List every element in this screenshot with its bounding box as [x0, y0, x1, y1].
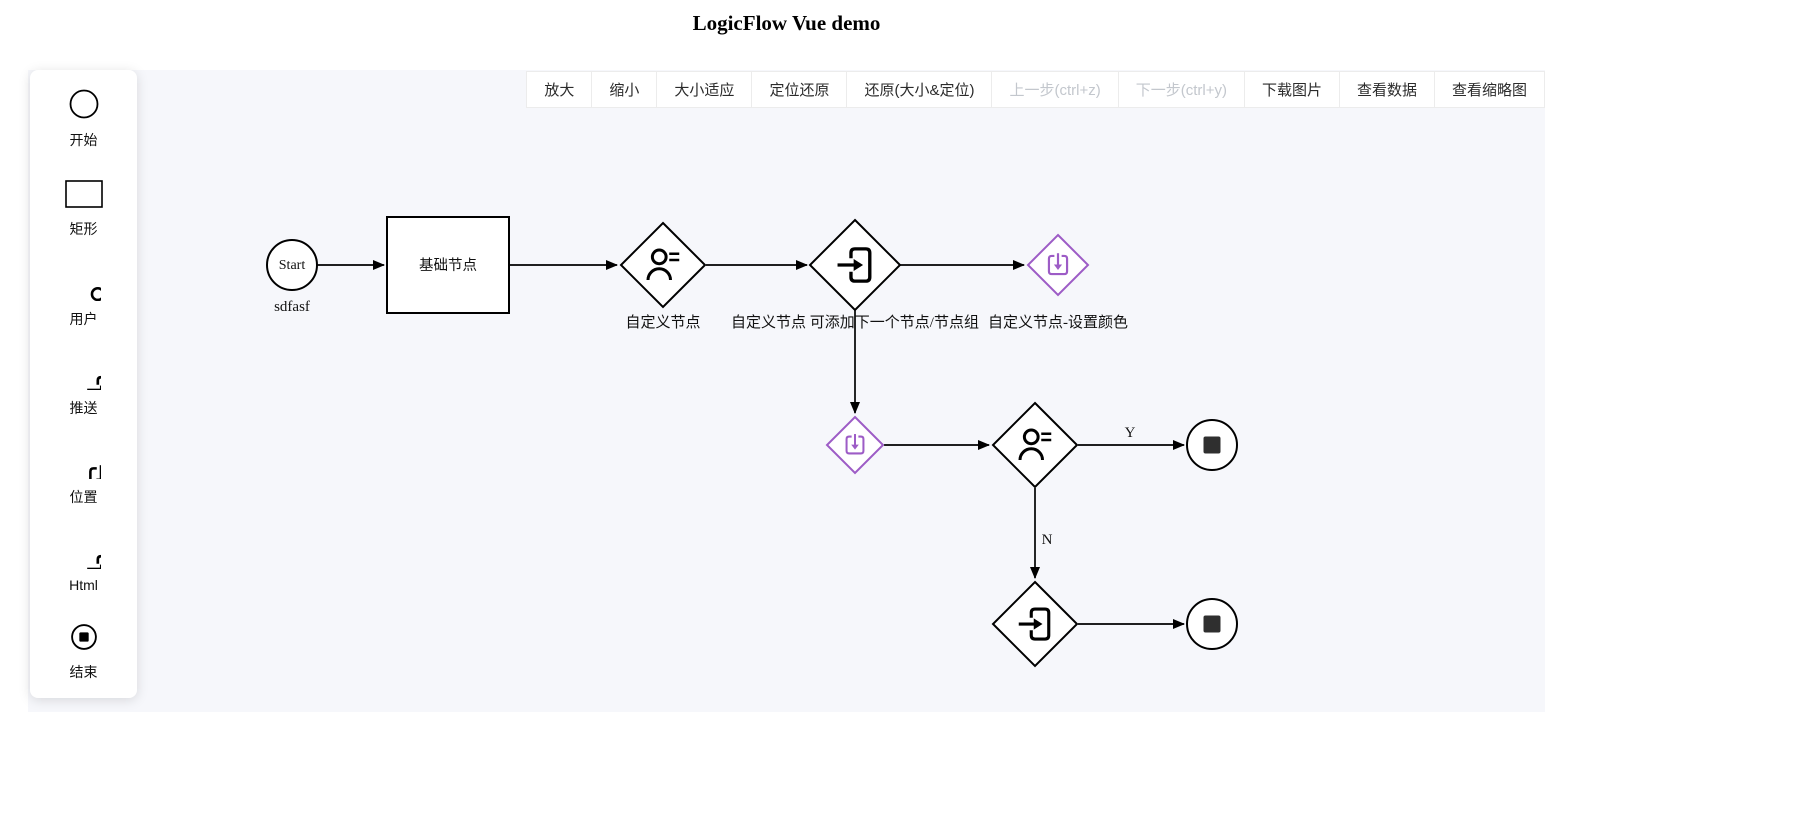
node-text: 基础节点 — [419, 257, 477, 274]
flow-node-base-node[interactable]: 基础节点 — [386, 216, 510, 314]
toolbar-button-zoom-out[interactable]: 缩小 — [591, 71, 658, 108]
node-text: Start — [279, 258, 306, 273]
edge-label: N — [1042, 532, 1053, 548]
end-icon — [67, 620, 101, 659]
end-square-icon — [1203, 436, 1221, 454]
toolbar-button-zoom-in[interactable]: 放大 — [526, 71, 593, 108]
toolbar-button-fit-view[interactable]: 大小适应 — [656, 71, 753, 108]
flow-node-download-2[interactable] — [825, 415, 885, 475]
toolbar-button-reset-position[interactable]: 定位还原 — [751, 71, 848, 108]
flow-edge[interactable]: Y — [1078, 425, 1185, 450]
flow-node-start[interactable]: Start sdfasf — [266, 239, 318, 315]
edge-label: Y — [1125, 425, 1136, 441]
toolbar-button-download-image[interactable]: 下载图片 — [1243, 71, 1340, 108]
flow-canvas[interactable] — [28, 70, 1545, 712]
palette-item-user[interactable]: 用户 — [67, 267, 101, 329]
toolbar: 放大缩小大小适应定位还原还原(大小&定位)上一步(ctrl+z)下一步(ctrl… — [28, 71, 1545, 108]
palette-item-label: 位置 — [69, 489, 98, 506]
palette-item-rect[interactable]: 矩形 — [63, 177, 105, 239]
toolbar-button-view-minimap[interactable]: 查看缩略图 — [1433, 71, 1545, 108]
flow-node-user-2[interactable] — [991, 401, 1079, 489]
push-icon — [67, 356, 101, 395]
toolbar-button-view-data[interactable]: 查看数据 — [1338, 71, 1435, 108]
toolbar-button-redo: 下一步(ctrl+y) — [1117, 71, 1245, 108]
flow-edge[interactable]: N — [1030, 488, 1053, 579]
end-square-icon — [1203, 615, 1221, 633]
node-label: 自定义节点 — [625, 314, 700, 331]
palette-item-push[interactable]: 推送 — [67, 356, 101, 418]
flow-node-push-1[interactable]: 自定义节点 可添加下一个节点/节点组 — [731, 218, 979, 331]
palette-item-label: Html — [69, 576, 98, 593]
palette-item-position[interactable]: 位置 — [67, 445, 101, 507]
palette-item-start[interactable]: 开始 — [66, 86, 102, 150]
rectangle-icon — [63, 177, 105, 216]
palette-item-end[interactable]: 结束 — [67, 620, 101, 682]
flow-node-end-2[interactable] — [1186, 598, 1238, 650]
node-palette: 开始矩形用户推送位置 Html 结束 — [30, 70, 137, 698]
palette-item-label: 开始 — [69, 132, 98, 148]
palette-item-label: 矩形 — [69, 221, 98, 238]
flow-node-user-1[interactable]: 自定义节点 — [619, 221, 707, 331]
flow-node-push-2[interactable] — [991, 580, 1079, 668]
circle-icon — [66, 86, 102, 127]
flow-node-end-1[interactable] — [1186, 419, 1238, 471]
download-icon — [67, 445, 101, 484]
palette-item-label: 用户 — [69, 310, 98, 327]
toolbar-button-reset-zoom-and-position[interactable]: 还原(大小&定位) — [846, 71, 993, 108]
user-icon — [67, 267, 101, 306]
toolbar-button-undo: 上一步(ctrl+z) — [991, 71, 1119, 108]
palette-item-html[interactable]: Html — [67, 535, 101, 593]
palette-item-label: 结束 — [69, 663, 98, 680]
node-label: sdfasf — [274, 299, 310, 315]
palette-item-label: 推送 — [69, 399, 98, 416]
push-icon — [67, 535, 101, 574]
node-label: 自定义节点-设置颜色 — [988, 314, 1128, 331]
flow-node-download-1[interactable]: 自定义节点-设置颜色 — [988, 233, 1128, 331]
node-label: 自定义节点 可添加下一个节点/节点组 — [731, 314, 979, 331]
page-title: LogicFlow Vue demo — [692, 11, 881, 35]
